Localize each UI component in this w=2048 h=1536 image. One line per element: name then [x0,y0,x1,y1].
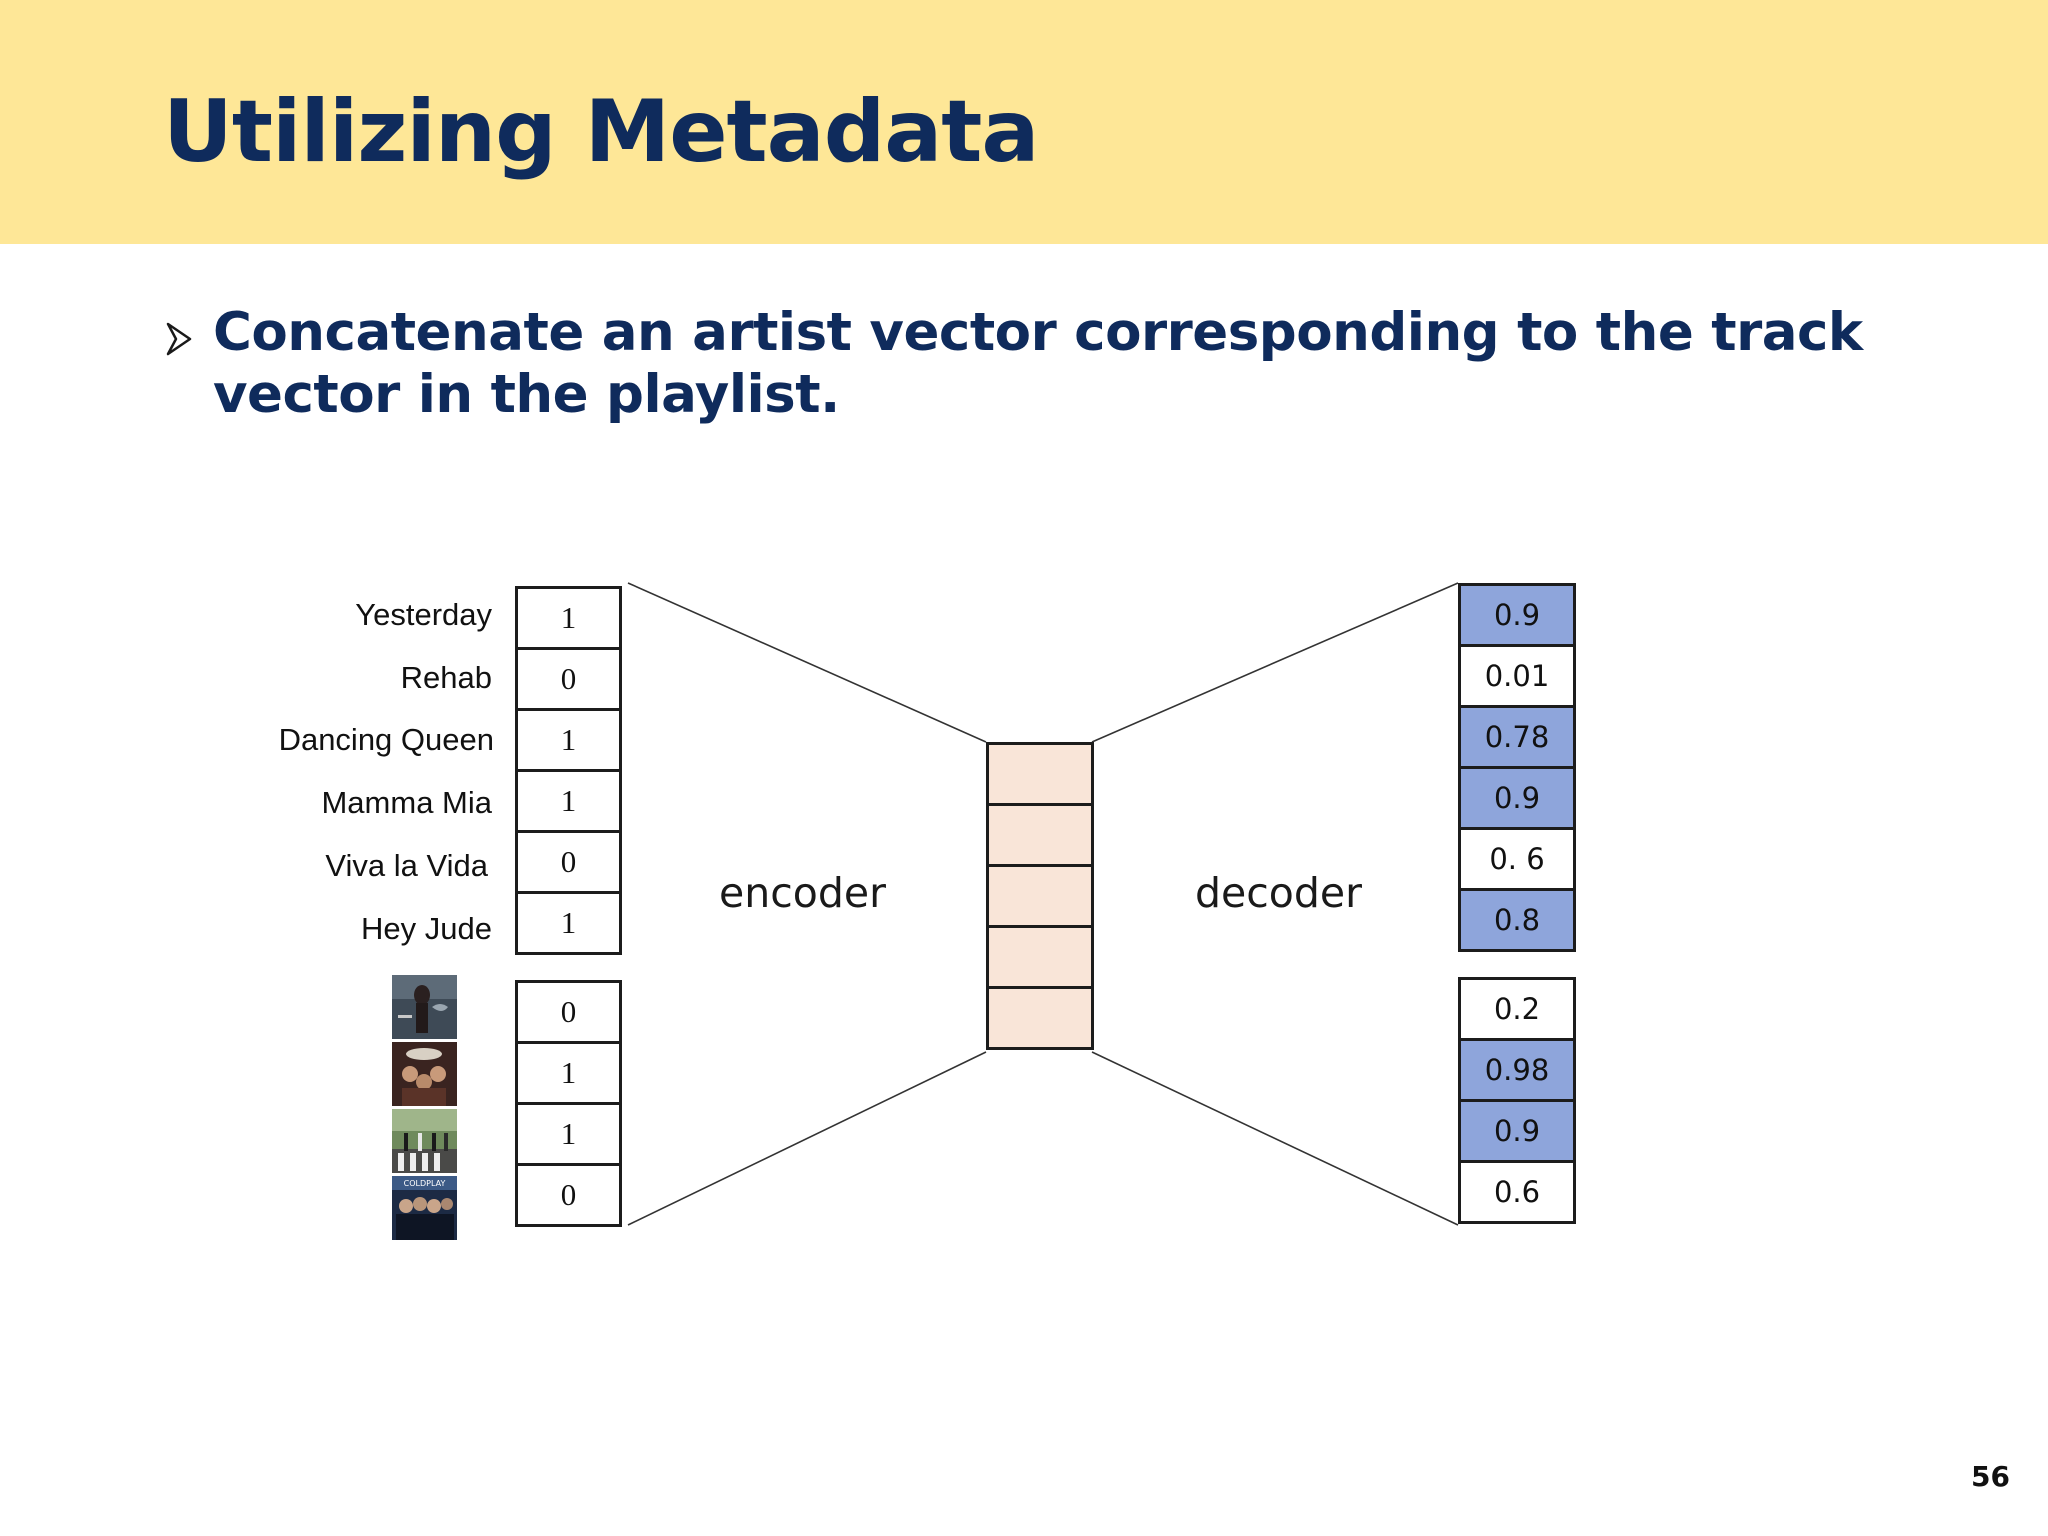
track-label-hey-jude: Hey Jude [361,911,492,946]
coldplay-art-text: COLDPLAY [404,1179,446,1188]
output-track-vector: 0.9 0.01 0.78 0.9 0. 6 0.8 [1458,583,1576,952]
input-artist-cell: 1 [515,1041,622,1105]
track-label-viva-la-vida: Viva la Vida [325,848,488,883]
input-artist-cell: 0 [515,980,622,1044]
output-artist-cell: 0.6 [1458,1160,1576,1224]
input-artist-vector: 0 1 1 0 [515,980,622,1227]
track-label-rehab: Rehab [400,660,492,695]
bullet-arrow-icon [166,322,192,356]
slide-title: Utilizing Metadata [163,82,1039,182]
output-artist-cell: 0.2 [1458,977,1576,1041]
abba-album-icon [392,1042,457,1106]
latent-cell [986,803,1094,867]
input-track-cell: 0 [515,830,622,894]
output-track-cell: 0.9 [1458,583,1576,647]
input-track-cell: 0 [515,647,622,711]
track-label-dancing-queen: Dancing Queen [278,722,494,757]
latent-cell [986,925,1094,989]
decoder-label: decoder [1195,869,1362,917]
output-track-cell: 0.01 [1458,644,1576,708]
output-artist-cell: 0.98 [1458,1038,1576,1102]
output-artist-vector: 0.2 0.98 0.9 0.6 [1458,977,1576,1224]
input-track-cell: 1 [515,769,622,833]
input-track-cell: 1 [515,708,622,772]
latent-vector [986,742,1094,1050]
bullet-line-1: Concatenate an artist vector correspondi… [213,302,1863,363]
amy-winehouse-album-icon [392,975,457,1039]
track-label-yesterday: Yesterday [355,597,492,632]
latent-cell [986,742,1094,806]
beatles-abbey-road-album-icon [392,1109,457,1173]
input-artist-cell: 0 [515,1163,622,1227]
input-artist-cell: 1 [515,1102,622,1166]
latent-cell [986,864,1094,928]
output-track-cell: 0.9 [1458,766,1576,830]
input-track-cell: 1 [515,586,622,650]
track-label-mamma-mia: Mamma Mia [321,785,492,820]
coldplay-album-icon: COLDPLAY [392,1176,457,1240]
encoder-label: encoder [719,869,886,917]
output-track-cell: 0.8 [1458,888,1576,952]
input-track-vector: 1 0 1 1 0 1 [515,586,622,955]
input-track-cell: 1 [515,891,622,955]
title-banner [0,0,2048,244]
latent-cell [986,986,1094,1050]
bullet-line-2: vector in the playlist. [213,364,840,425]
output-track-cell: 0.78 [1458,705,1576,769]
page-number: 56 [1971,1460,2010,1493]
output-artist-cell: 0.9 [1458,1099,1576,1163]
output-track-cell: 0. 6 [1458,827,1576,891]
bullet-text: Concatenate an artist vector correspondi… [213,302,1863,426]
